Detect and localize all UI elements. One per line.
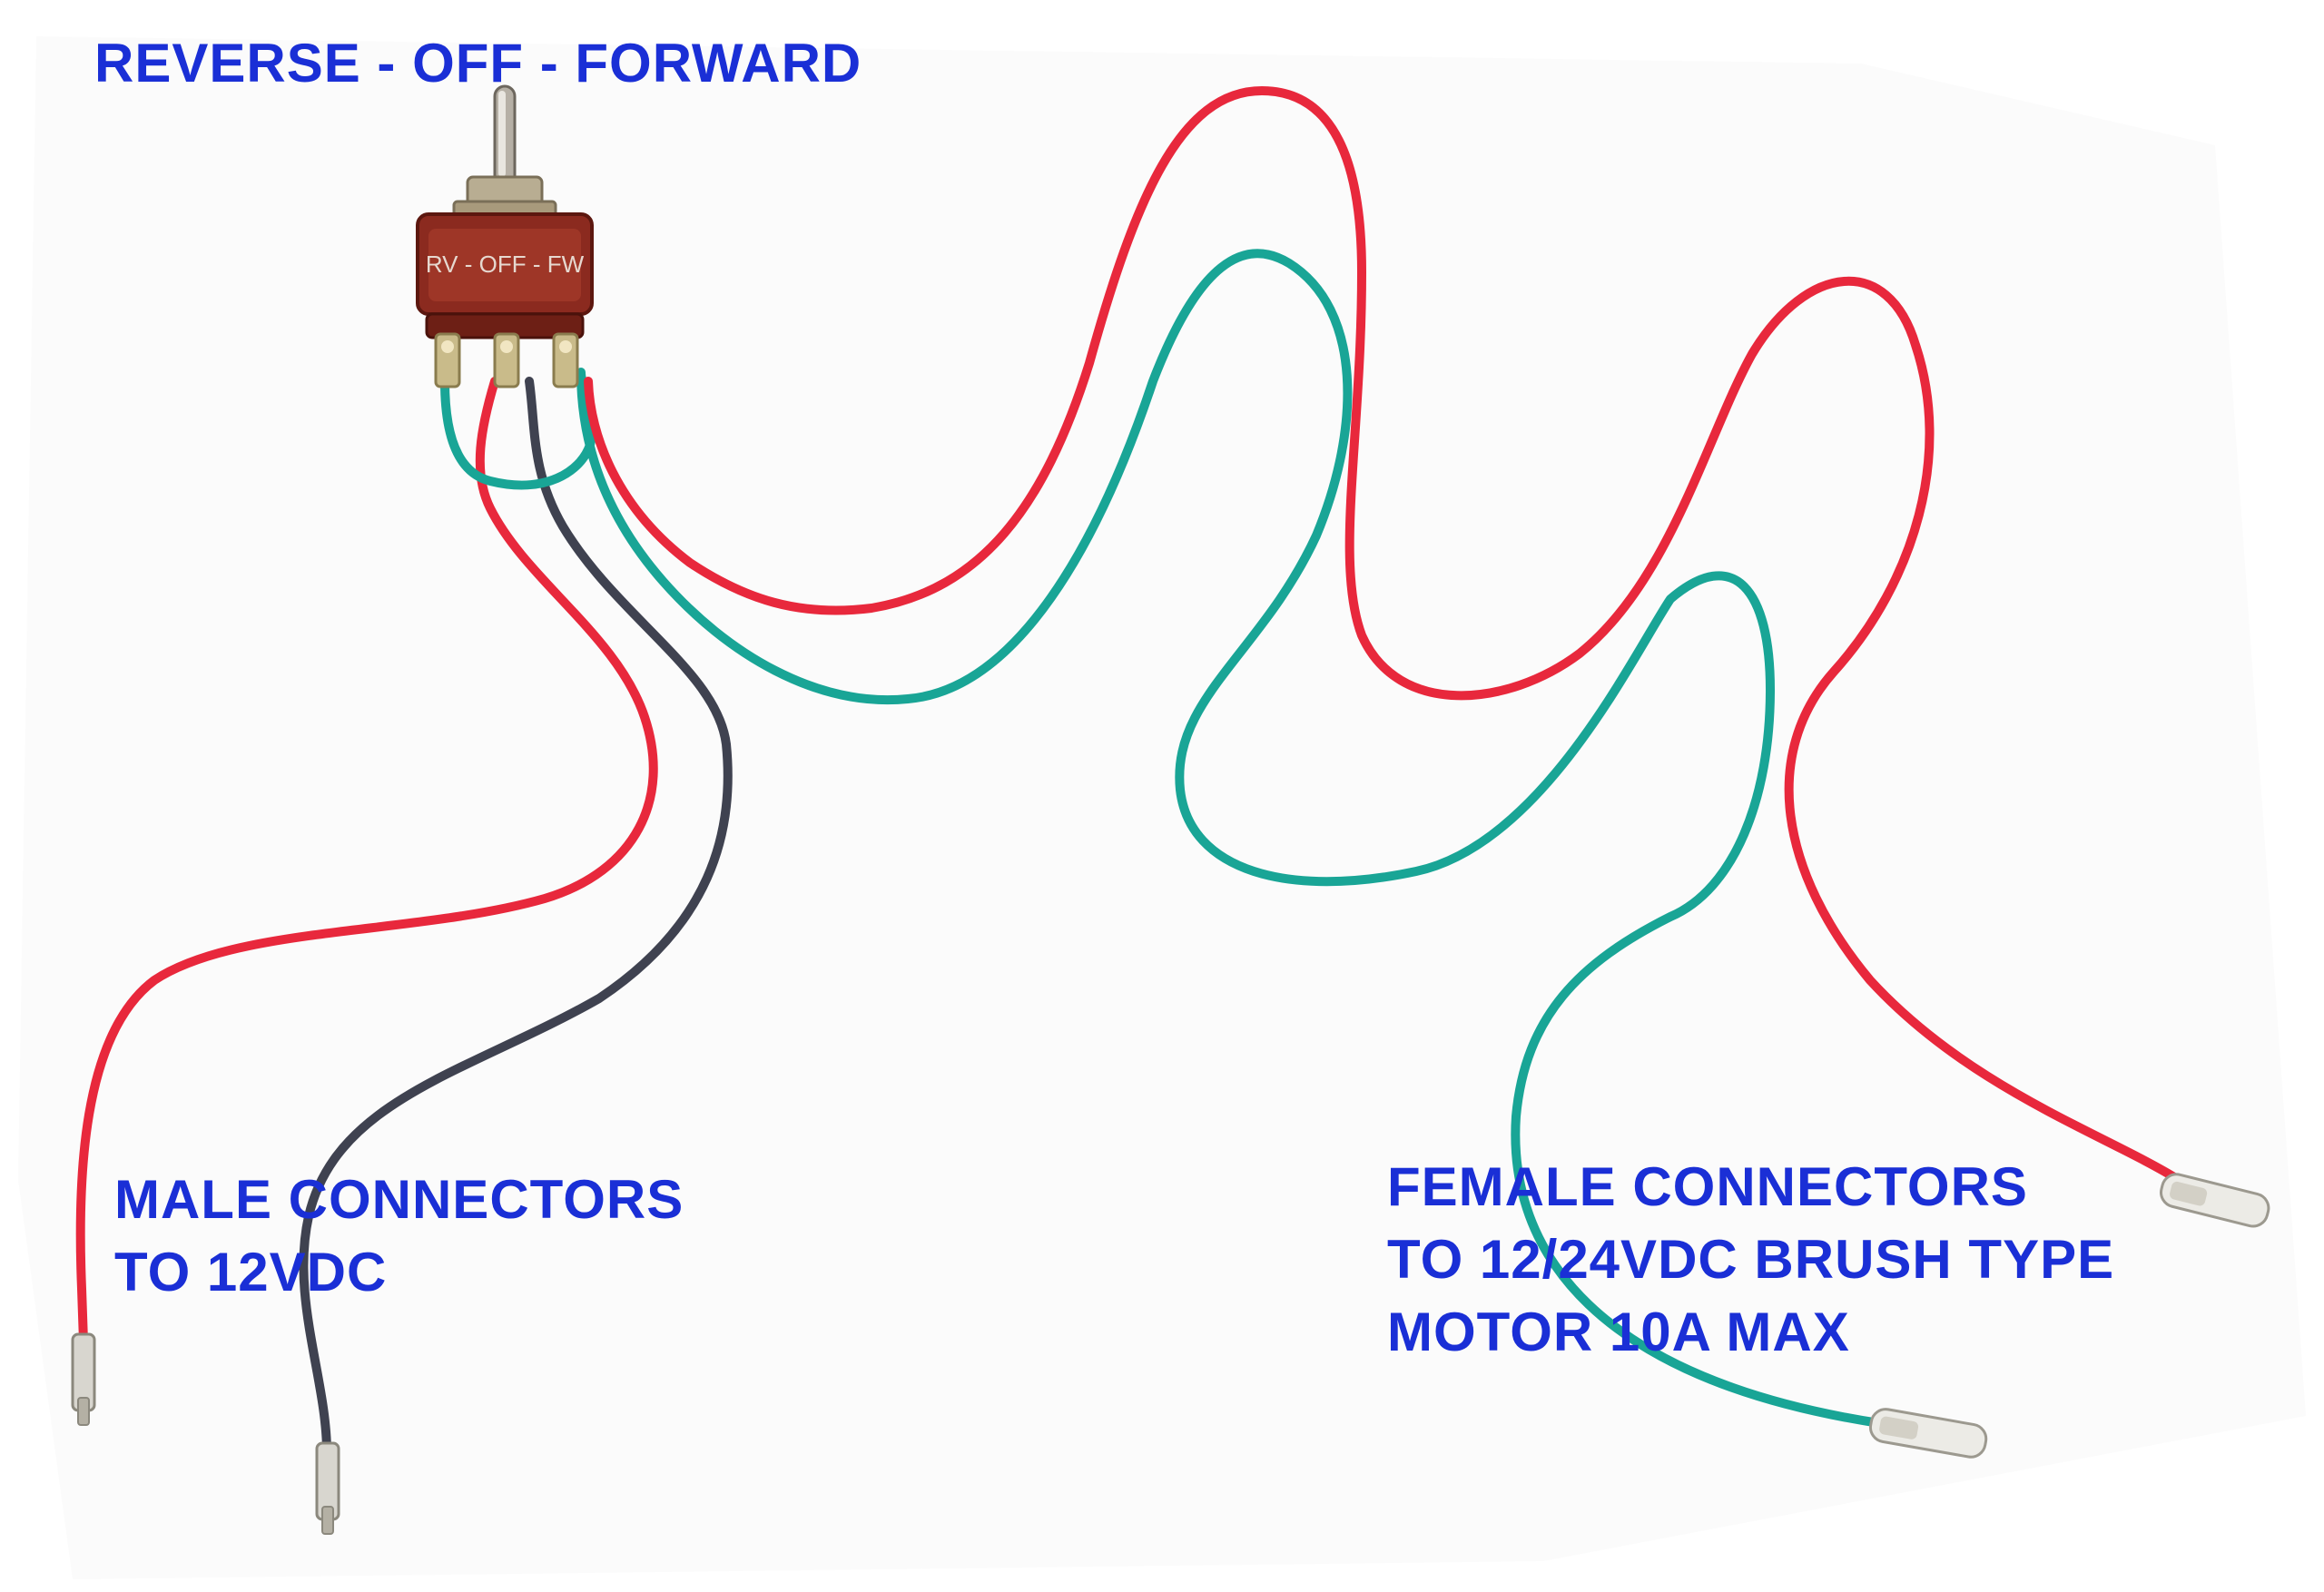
switch-terminals <box>434 332 579 388</box>
female-connector-line-3: MOTOR 10A MAX <box>1387 1302 1850 1362</box>
male-connector-label: MALE CONNECTORS TO 12VDC <box>114 1164 684 1309</box>
male-connector-line-2: TO 12VDC <box>114 1242 388 1302</box>
female-connector-line-1: FEMALE CONNECTORS <box>1387 1156 2028 1217</box>
toggle-switch-icon: RV - OFF - FW <box>416 84 594 388</box>
male-connector-line-1: MALE CONNECTORS <box>114 1169 684 1230</box>
green-wire-female <box>440 249 1884 1428</box>
female-connector-line-2: TO 12/24VDC BRUSH TYPE <box>1387 1229 2115 1290</box>
red-wire-female <box>584 86 2256 1201</box>
dark-wire-male <box>299 377 733 1457</box>
female-spade-connector-icon <box>1868 1408 1988 1459</box>
red-wire-male <box>75 377 658 1346</box>
male-spade-connector-icon <box>315 1441 340 1535</box>
male-spade-connector-icon <box>71 1332 96 1426</box>
switch-position-label: REVERSE - OFF - FORWARD <box>94 27 862 100</box>
switch-position-text: REVERSE - OFF - FORWARD <box>94 33 862 93</box>
female-connector-label: FEMALE CONNECTORS TO 12/24VDC BRUSH TYPE… <box>1387 1151 2114 1369</box>
female-spade-connector-icon <box>2160 1173 2270 1228</box>
switch-body-text: RV - OFF - FW <box>426 251 585 278</box>
